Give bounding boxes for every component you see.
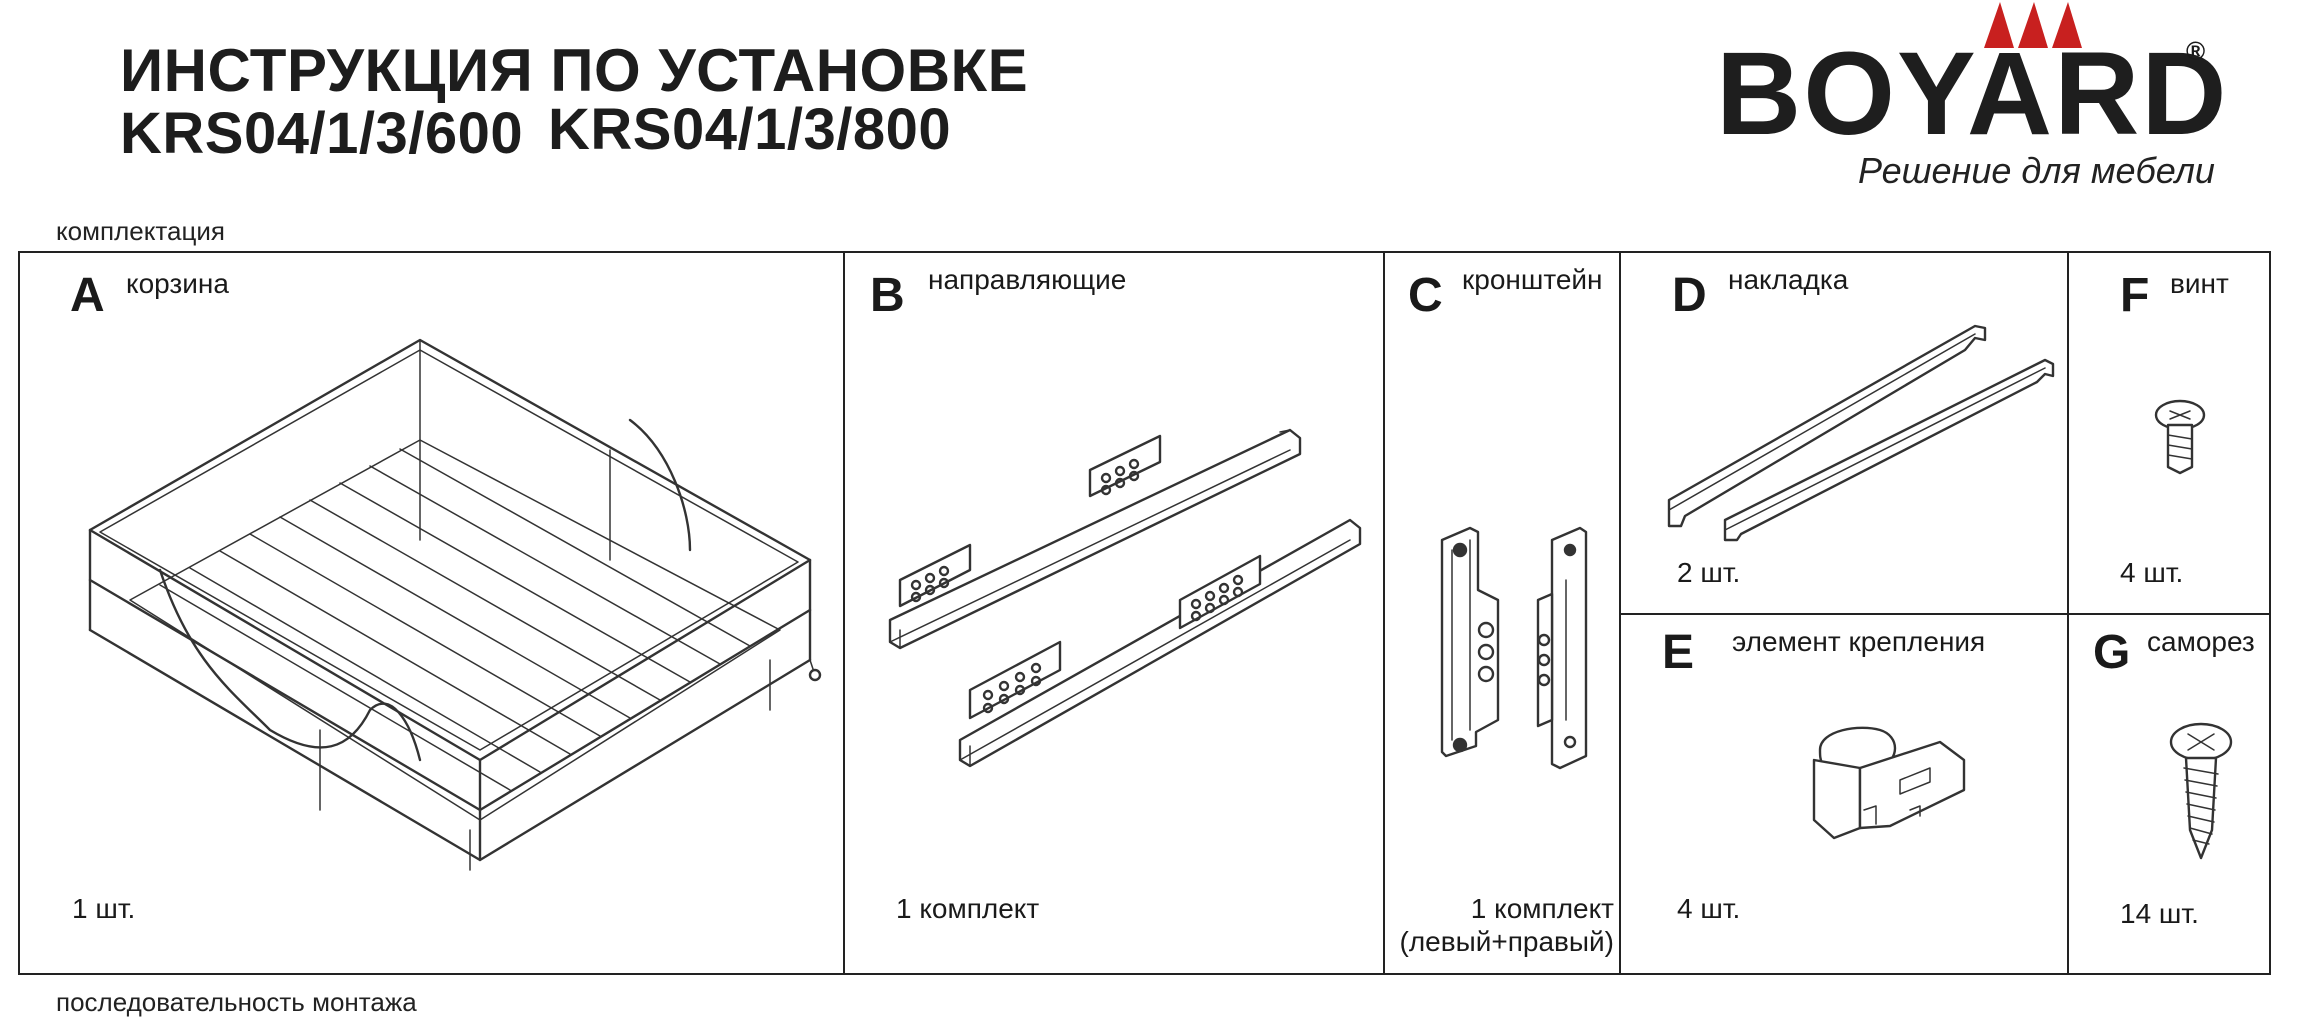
model-number: KRS04/1/3/600 (120, 101, 524, 166)
part-qty-e: 4 шт. (1677, 893, 1741, 924)
part-letter-a: A (70, 269, 105, 322)
overlay-strip-icon (1667, 324, 2055, 542)
divider (1620, 613, 2270, 615)
screw-icon (2154, 399, 2206, 475)
brand-logo-marks-icon (1984, 2, 2082, 48)
fastening-clip-icon (1812, 726, 1966, 840)
part-qty-b: 1 комплект (896, 893, 1040, 924)
part-name-a: корзина (126, 268, 229, 299)
section-sequence-label: последовательность монтажа (56, 987, 417, 1017)
part-letter-e: E (1662, 626, 1695, 679)
part-name-e: элемент крепления (1732, 626, 1986, 657)
part-name-d: накладка (1728, 264, 1849, 295)
part-qty-c: 1 комплект (1470, 893, 1614, 924)
part-qty-note-c: (левый+правый) (1399, 926, 1615, 957)
brand-logo: BOYARD (1716, 28, 2229, 160)
part-letter-c: C (1408, 269, 1443, 322)
part-qty-a: 1 шт. (72, 893, 136, 924)
page-title: ИНСТРУКЦИЯ ПО УСТАНОВКЕ (120, 37, 1029, 104)
slide-rails-icon (888, 428, 1362, 768)
brand-tagline: Решение для мебели (1858, 150, 2215, 191)
part-qty-g: 14 шт. (2120, 898, 2199, 929)
self-tapping-screw-icon (2169, 722, 2233, 860)
part-letter-d: D (1672, 269, 1707, 322)
part-name-f: винт (2170, 268, 2229, 299)
part-name-g: саморез (2147, 626, 2255, 657)
divider (1383, 252, 1385, 974)
parts-table (18, 251, 2271, 975)
part-letter-f: F (2120, 269, 2150, 322)
part-letter-b: B (870, 269, 905, 322)
part-qty-f: 4 шт. (2120, 557, 2184, 588)
model-number: KRS04/1/3/800 (548, 97, 952, 162)
part-letter-g: G (2093, 626, 2131, 679)
wire-basket-icon (88, 338, 822, 871)
part-qty-d: 2 шт. (1677, 557, 1741, 588)
bracket-icon (1440, 526, 1588, 770)
divider (843, 252, 845, 974)
part-name-b: направляющие (928, 264, 1127, 295)
section-kit-label: комплектация (56, 216, 225, 246)
part-name-c: кронштейн (1462, 264, 1603, 295)
registered-mark: ® (2186, 36, 2206, 66)
